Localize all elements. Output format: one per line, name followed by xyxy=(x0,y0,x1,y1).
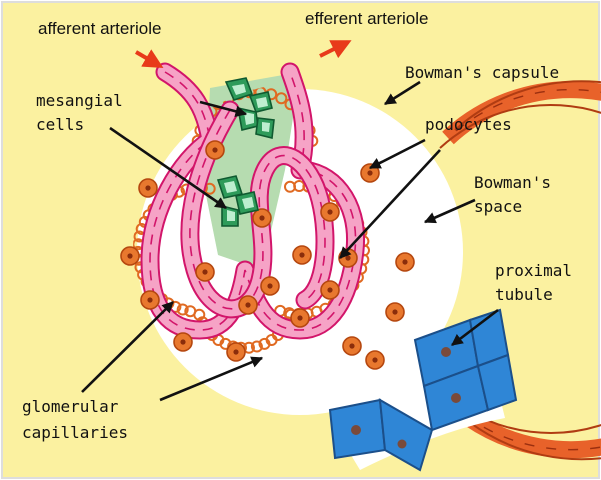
podocyte-cell xyxy=(227,343,245,361)
label-proximal-tubule-line2: tubule xyxy=(495,285,553,304)
podocyte-cell xyxy=(239,296,257,314)
podocyte-cell xyxy=(253,209,271,227)
podocyte-cell xyxy=(321,281,339,299)
label-bowmans-space-line2: space xyxy=(474,197,522,216)
podocyte-cell xyxy=(321,203,339,221)
label-glomerular-capillaries-line1: glomerular xyxy=(22,397,119,416)
podocyte-cell xyxy=(291,309,309,327)
label-bowmans-capsule: Bowman's capsule xyxy=(405,63,559,82)
label-mesangial-cells-line1: mesangial xyxy=(36,91,123,110)
podocyte-cell xyxy=(396,253,414,271)
podocyte-cell xyxy=(141,291,159,309)
podocyte-cell xyxy=(174,333,192,351)
label-bowmans-space-line1: Bowman's xyxy=(474,173,551,192)
podocyte-cell xyxy=(196,263,214,281)
podocyte-cell xyxy=(366,351,384,369)
podocyte-cell xyxy=(293,246,311,264)
podocyte-cell xyxy=(139,179,157,197)
label-podocytes: podocytes xyxy=(425,115,512,134)
label-efferent-arteriole: efferent arteriole xyxy=(305,9,428,28)
label-proximal-tubule-line1: proximal xyxy=(495,261,572,280)
podocyte-cell xyxy=(261,277,279,295)
podocyte-cell xyxy=(206,141,224,159)
label-glomerular-capillaries-line2: capillaries xyxy=(22,423,128,442)
label-afferent-arteriole: afferent arteriole xyxy=(38,19,161,38)
podocyte-cell xyxy=(386,303,404,321)
podocyte-cell xyxy=(121,247,139,265)
podocyte-cell xyxy=(343,337,361,355)
label-mesangial-cells-line2: cells xyxy=(36,115,84,134)
